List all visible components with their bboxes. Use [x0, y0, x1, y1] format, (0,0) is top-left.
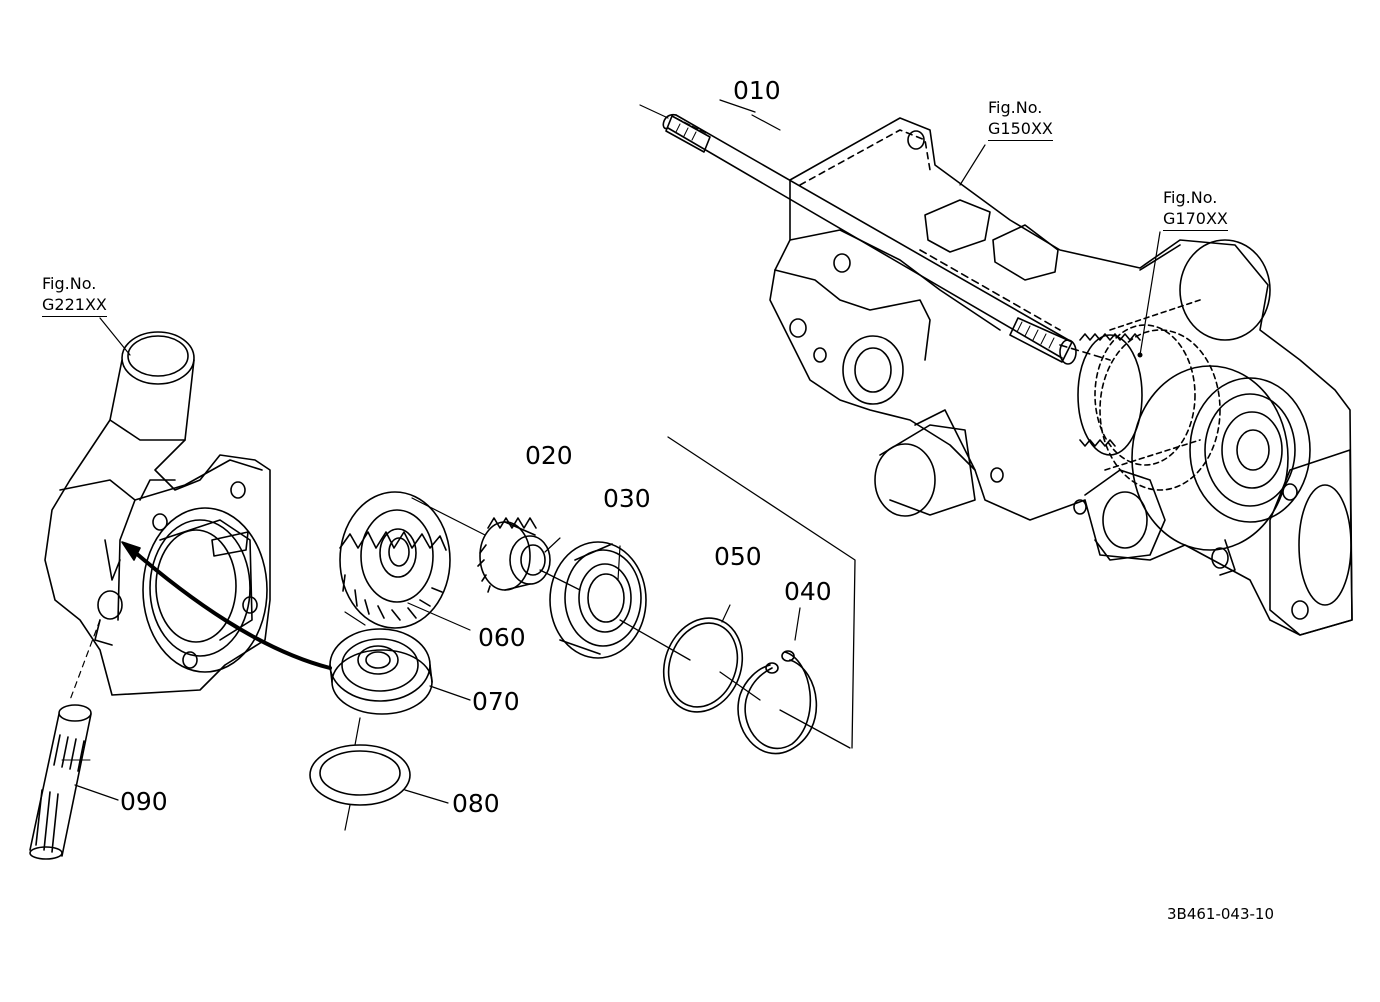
callout-080: 080	[452, 789, 500, 818]
callout-030: 030	[603, 484, 651, 513]
callout-010: 010	[733, 76, 781, 105]
fig-ref-g150-line2: G150XX	[988, 118, 1053, 141]
drawing-code: 3B461-043-10	[1167, 905, 1275, 923]
input-shaft-090	[29, 619, 101, 860]
fig-ref-g221-line1: Fig.No.	[42, 274, 97, 293]
assembly-arrow	[128, 546, 332, 670]
bevel-gear-060	[339, 491, 486, 629]
fig-ref-g170: Fig.No. G170XX	[1163, 187, 1228, 231]
callout-020: 020	[525, 441, 573, 470]
shim-080	[309, 717, 411, 831]
fig-ref-dot	[1137, 352, 1143, 358]
fig-ref-g150-line1: Fig.No.	[988, 98, 1043, 117]
arrow-head	[121, 541, 141, 561]
pinion-gear-020	[477, 517, 561, 593]
bearing-070	[329, 611, 433, 715]
final-drive-case	[44, 331, 271, 696]
callout-090: 090	[120, 787, 168, 816]
transmission-case	[769, 117, 1353, 636]
snap-ring-050	[662, 617, 744, 713]
fig-ref-g221-line2: G221XX	[42, 294, 107, 317]
bearing-030	[549, 541, 647, 659]
callout-060: 060	[478, 623, 526, 652]
shaft-010	[639, 104, 1077, 365]
callout-070: 070	[472, 687, 520, 716]
callout-050: 050	[714, 542, 762, 571]
fig-ref-g150: Fig.No. G150XX	[988, 97, 1053, 141]
fig-ref-g221: Fig.No. G221XX	[42, 273, 107, 317]
fig-ref-g170-line1: Fig.No.	[1163, 188, 1218, 207]
callout-040: 040	[784, 577, 832, 606]
fig-ref-g170-line2: G170XX	[1163, 208, 1228, 231]
assembly-axis	[539, 99, 856, 749]
circlip-040	[737, 650, 818, 755]
leader-lines	[74, 144, 1161, 804]
